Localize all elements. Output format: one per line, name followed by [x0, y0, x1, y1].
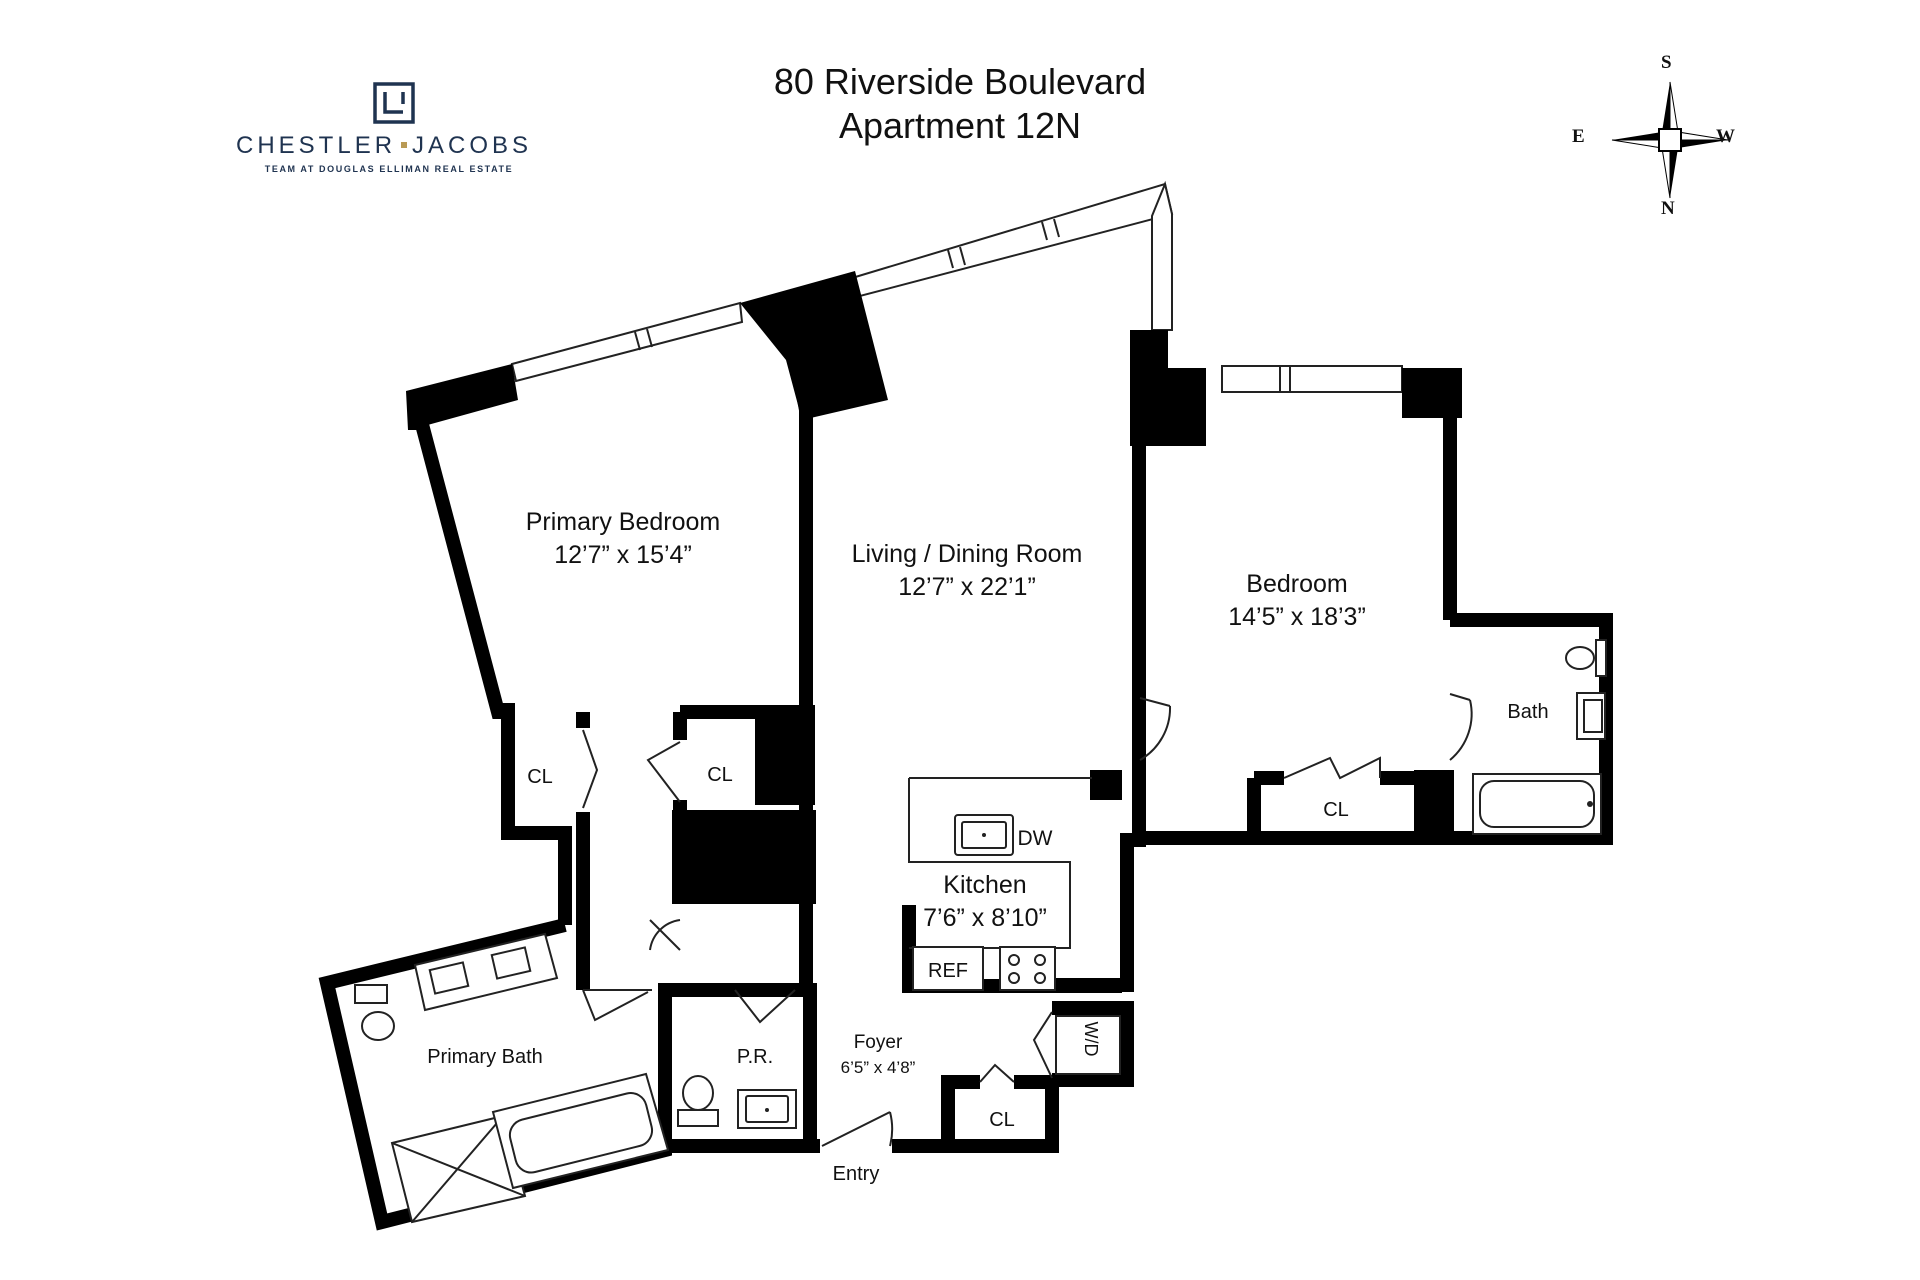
address-text: 80 Riverside Boulevard	[773, 61, 1147, 102]
kitchen-fixtures	[908, 777, 1092, 991]
entry-label: Entry	[833, 1163, 880, 1185]
door-powder-room	[734, 989, 796, 1024]
closet-label-primary-right: CL	[707, 764, 733, 786]
window-bedroom	[1221, 365, 1403, 393]
primary-toilet-icon	[361, 1011, 395, 1041]
brand-subtitle: TEAM AT DOUGLAS ELLIMAN REAL ESTATE	[264, 164, 514, 174]
range-icon	[999, 946, 1056, 991]
living-dining-dims: 12’7” x 22’1”	[898, 573, 1036, 601]
brand-name-right: JACOBS	[412, 132, 533, 159]
window-living-north	[850, 182, 1174, 298]
doors	[582, 693, 1473, 1147]
door-corridor	[649, 919, 681, 951]
living-dining-name: Living / Dining Room	[852, 540, 1083, 568]
compass-south-label: S	[1661, 52, 1672, 73]
kitchen-dims: 7’6” x 8’10”	[923, 904, 1047, 932]
closet-label-primary-left: CL	[527, 766, 553, 788]
door-wd	[1032, 1011, 1053, 1079]
foyer-name: Foyer	[854, 1032, 903, 1053]
door-primary-cl-right	[646, 741, 681, 803]
closet-label-bedroom: CL	[1323, 799, 1349, 821]
window-runs	[510, 180, 1403, 393]
bedroom-dims: 14’5” x 18’3”	[1228, 603, 1366, 631]
door-bedroom-cl	[1283, 756, 1381, 780]
door-entry	[821, 1111, 894, 1147]
window-primary-bedroom	[510, 301, 744, 383]
primary-toilet-tank-icon	[354, 984, 388, 1004]
primary-bath-name: Primary Bath	[427, 1046, 543, 1068]
compass-rose-icon	[1611, 81, 1729, 199]
refrigerator-icon	[912, 946, 984, 991]
brand-name: CHESTLER JACOBS	[236, 132, 532, 160]
toilet-icon	[1565, 646, 1595, 670]
compass-north-label: N	[1661, 198, 1675, 219]
compass-west-label: W	[1716, 126, 1735, 147]
chestler-jacobs-monogram-icon	[373, 82, 415, 124]
door-foyer-cl	[979, 1063, 1015, 1083]
door-primary-cl-left	[582, 729, 599, 809]
plan-title: 80 Riverside Boulevard Apartment 12N	[0, 60, 1920, 148]
structural-columns	[406, 271, 1462, 904]
apartment-text: Apartment 12N	[838, 105, 1082, 146]
foyer-dims: 6’5” x 4’8”	[841, 1058, 916, 1077]
bedroom-name: Bedroom	[1246, 570, 1347, 598]
brand-name-left: CHESTLER	[236, 132, 397, 159]
exterior-walls	[318, 330, 1613, 1231]
primary-bedroom-dims: 12’7” x 15’4”	[554, 541, 692, 569]
pr-toilet-icon	[682, 1075, 714, 1111]
closet-label-foyer: CL	[989, 1109, 1015, 1131]
kitchen-name: Kitchen	[943, 871, 1026, 899]
washer-dryer-label: W/D	[1081, 1022, 1101, 1057]
refrigerator-label: REF	[928, 960, 968, 982]
compass-east-label: E	[1572, 126, 1585, 147]
brand-dot	[401, 141, 408, 148]
door-living-bedroom	[1139, 697, 1172, 761]
room-labels: Primary Bedroom 12’7” x 15’4” Living / D…	[427, 508, 1548, 1185]
primary-bedroom-name: Primary Bedroom	[526, 508, 721, 536]
door-primary-bath	[582, 989, 652, 1022]
pr-toilet-tank-icon	[677, 1109, 719, 1127]
bath-name: Bath	[1507, 701, 1548, 723]
bath-fixtures	[354, 639, 1607, 1224]
door-bedroom-bath	[1449, 693, 1473, 761]
washer-dryer-icon	[1055, 1015, 1121, 1075]
powder-room-name: P.R.	[737, 1046, 773, 1068]
dishwasher-label: DW	[1018, 827, 1053, 850]
